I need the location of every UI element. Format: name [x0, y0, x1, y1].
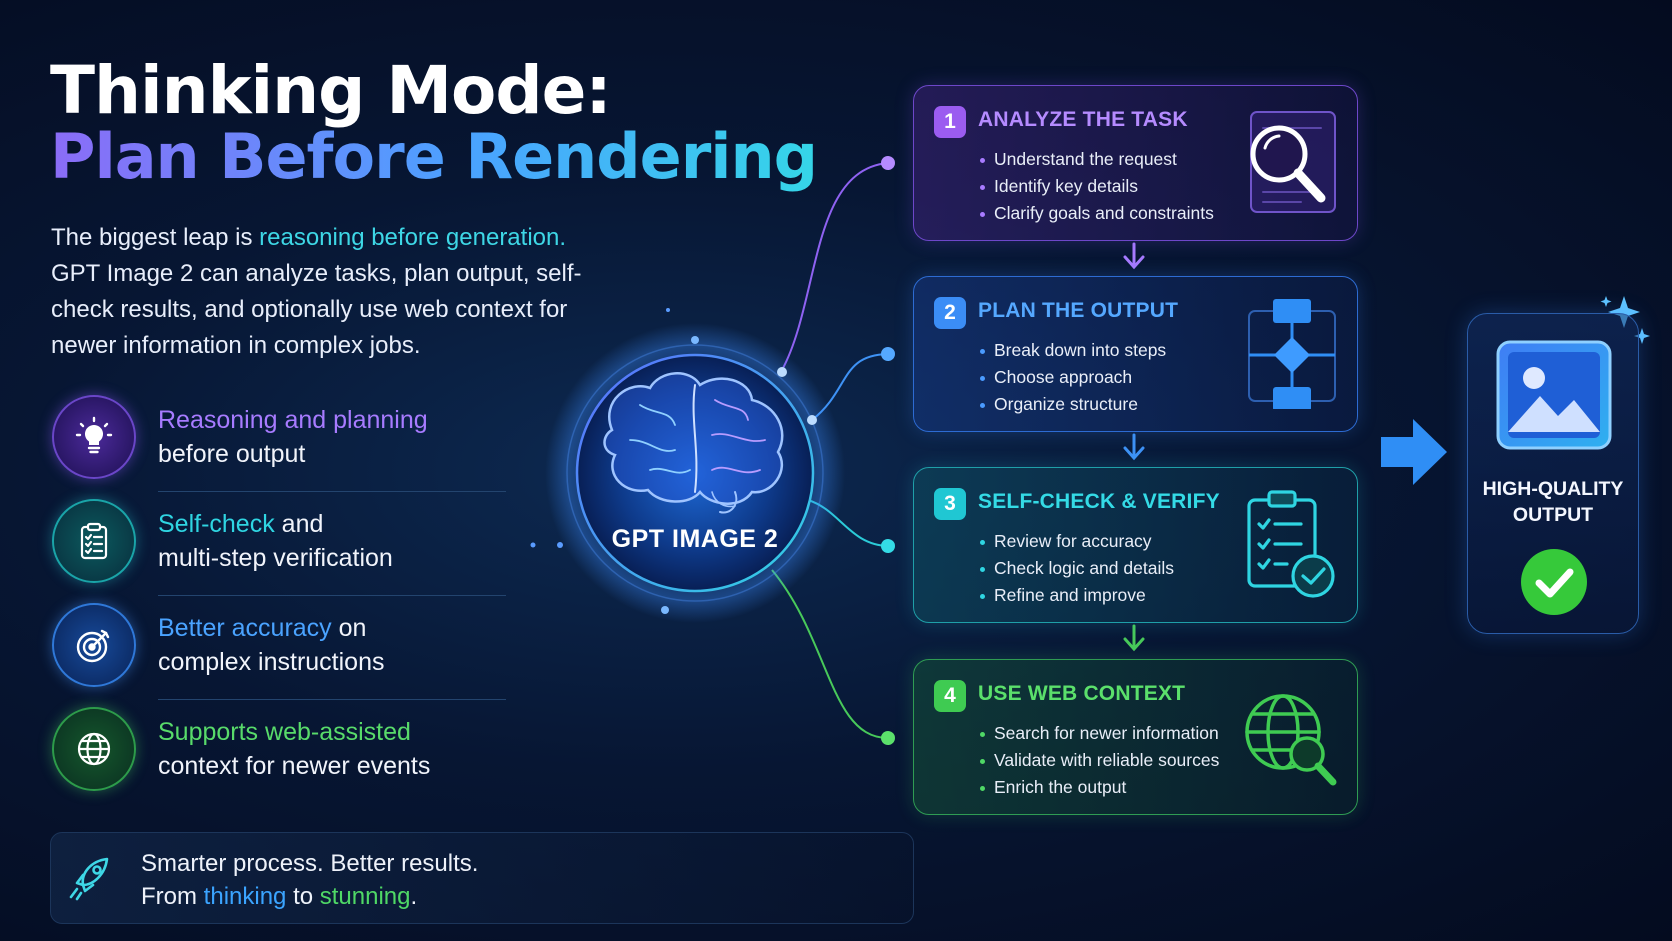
- step-title: PLAN THE OUTPUT: [978, 299, 1179, 322]
- list-item: Understand the request: [980, 146, 1214, 173]
- divider: [158, 595, 506, 596]
- list-item: Validate with reliable sources: [980, 747, 1219, 774]
- step-list: Break down into steps Choose approach Or…: [980, 337, 1166, 418]
- list-item: Break down into steps: [980, 337, 1166, 364]
- list-item: Organize structure: [980, 391, 1166, 418]
- brain-icon: [603, 372, 784, 514]
- step-number: 2: [934, 297, 966, 329]
- step-web: 4 USE WEB CONTEXT Search for newer infor…: [913, 659, 1358, 815]
- step-list: Review for accuracy Check logic and deta…: [980, 528, 1174, 609]
- page-subtitle: Plan Before Rendering: [50, 120, 818, 193]
- output-title: HIGH-QUALITY OUTPUT: [1482, 478, 1624, 526]
- step-plan: 2 PLAN THE OUTPUT Break down into steps …: [913, 276, 1358, 432]
- arrow-down-icon: [1123, 433, 1145, 461]
- feature-accuracy: Better accuracy on complex instructions: [50, 603, 510, 695]
- flowchart-icon: [1241, 299, 1339, 411]
- feature-web: Supports web-assisted context for newer …: [50, 707, 510, 799]
- feature-self-check-text: Self-check and multi-step verification: [158, 510, 393, 572]
- step-title: SELF-CHECK & VERIFY: [978, 490, 1220, 513]
- connector-dot: [881, 731, 895, 745]
- list-item: Identify key details: [980, 173, 1214, 200]
- step-number: 3: [934, 488, 966, 520]
- list-item: Clarify goals and constraints: [980, 200, 1214, 227]
- divider: [158, 491, 506, 492]
- arrow-down-icon: [1123, 242, 1145, 270]
- lightbulb-icon: [52, 395, 136, 479]
- list-item: Enrich the output: [980, 774, 1219, 801]
- arrow-down-icon: [1123, 624, 1145, 652]
- globe-search-icon: [1241, 682, 1339, 792]
- feature-web-text: Supports web-assisted context for newer …: [158, 718, 431, 780]
- connector-dot: [881, 156, 895, 170]
- output-box: HIGH-QUALITY OUTPUT: [1467, 313, 1639, 634]
- target-icon: [52, 603, 136, 687]
- intro-rest: GPT Image 2 can analyze tasks, plan outp…: [51, 260, 582, 359]
- list-item: Review for accuracy: [980, 528, 1174, 555]
- rocket-icon: [61, 849, 119, 912]
- connector-dot: [881, 539, 895, 553]
- sparkle-icon: [1600, 296, 1650, 344]
- checklist-verified-icon: [1241, 490, 1339, 600]
- list-item: Check logic and details: [980, 555, 1174, 582]
- intro-lead: The biggest leap is: [51, 224, 260, 251]
- page-title: Thinking Mode:: [50, 52, 612, 129]
- list-item: Refine and improve: [980, 582, 1174, 609]
- clipboard-checklist-icon: [52, 499, 136, 583]
- footer-text: Smarter process. Better results. From th…: [141, 850, 479, 910]
- list-item: Choose approach: [980, 364, 1166, 391]
- feature-reasoning: Reasoning and planning before output: [50, 395, 510, 487]
- check-circle-icon: [1519, 547, 1589, 622]
- image-icon: [1496, 340, 1612, 457]
- magnifier-document-icon: [1241, 108, 1339, 218]
- connector-dot: [881, 347, 895, 361]
- step-title: ANALYZE THE TASK: [978, 108, 1188, 131]
- list-item: Search for newer information: [980, 720, 1219, 747]
- arrow-right-icon: [1381, 419, 1447, 485]
- intro-paragraph: The biggest leap is reasoning before gen…: [51, 220, 611, 364]
- center-label: GPT IMAGE 2: [611, 525, 779, 553]
- step-number: 4: [934, 680, 966, 712]
- step-title: USE WEB CONTEXT: [978, 682, 1186, 705]
- divider: [158, 699, 506, 700]
- step-list: Understand the request Identify key deta…: [980, 146, 1214, 227]
- feature-reasoning-text: Reasoning and planning before output: [158, 406, 428, 468]
- step-number: 1: [934, 106, 966, 138]
- footer-tagline: Smarter process. Better results. From th…: [50, 832, 914, 924]
- globe-icon: [52, 707, 136, 791]
- feature-self-check: Self-check and multi-step verification: [50, 499, 510, 591]
- step-list: Search for newer information Validate wi…: [980, 720, 1219, 801]
- step-verify: 3 SELF-CHECK & VERIFY Review for accurac…: [913, 467, 1358, 623]
- feature-accuracy-text: Better accuracy on complex instructions: [158, 614, 385, 676]
- step-analyze: 1 ANALYZE THE TASK Understand the reques…: [913, 85, 1358, 241]
- intro-highlight: reasoning before generation.: [259, 224, 567, 251]
